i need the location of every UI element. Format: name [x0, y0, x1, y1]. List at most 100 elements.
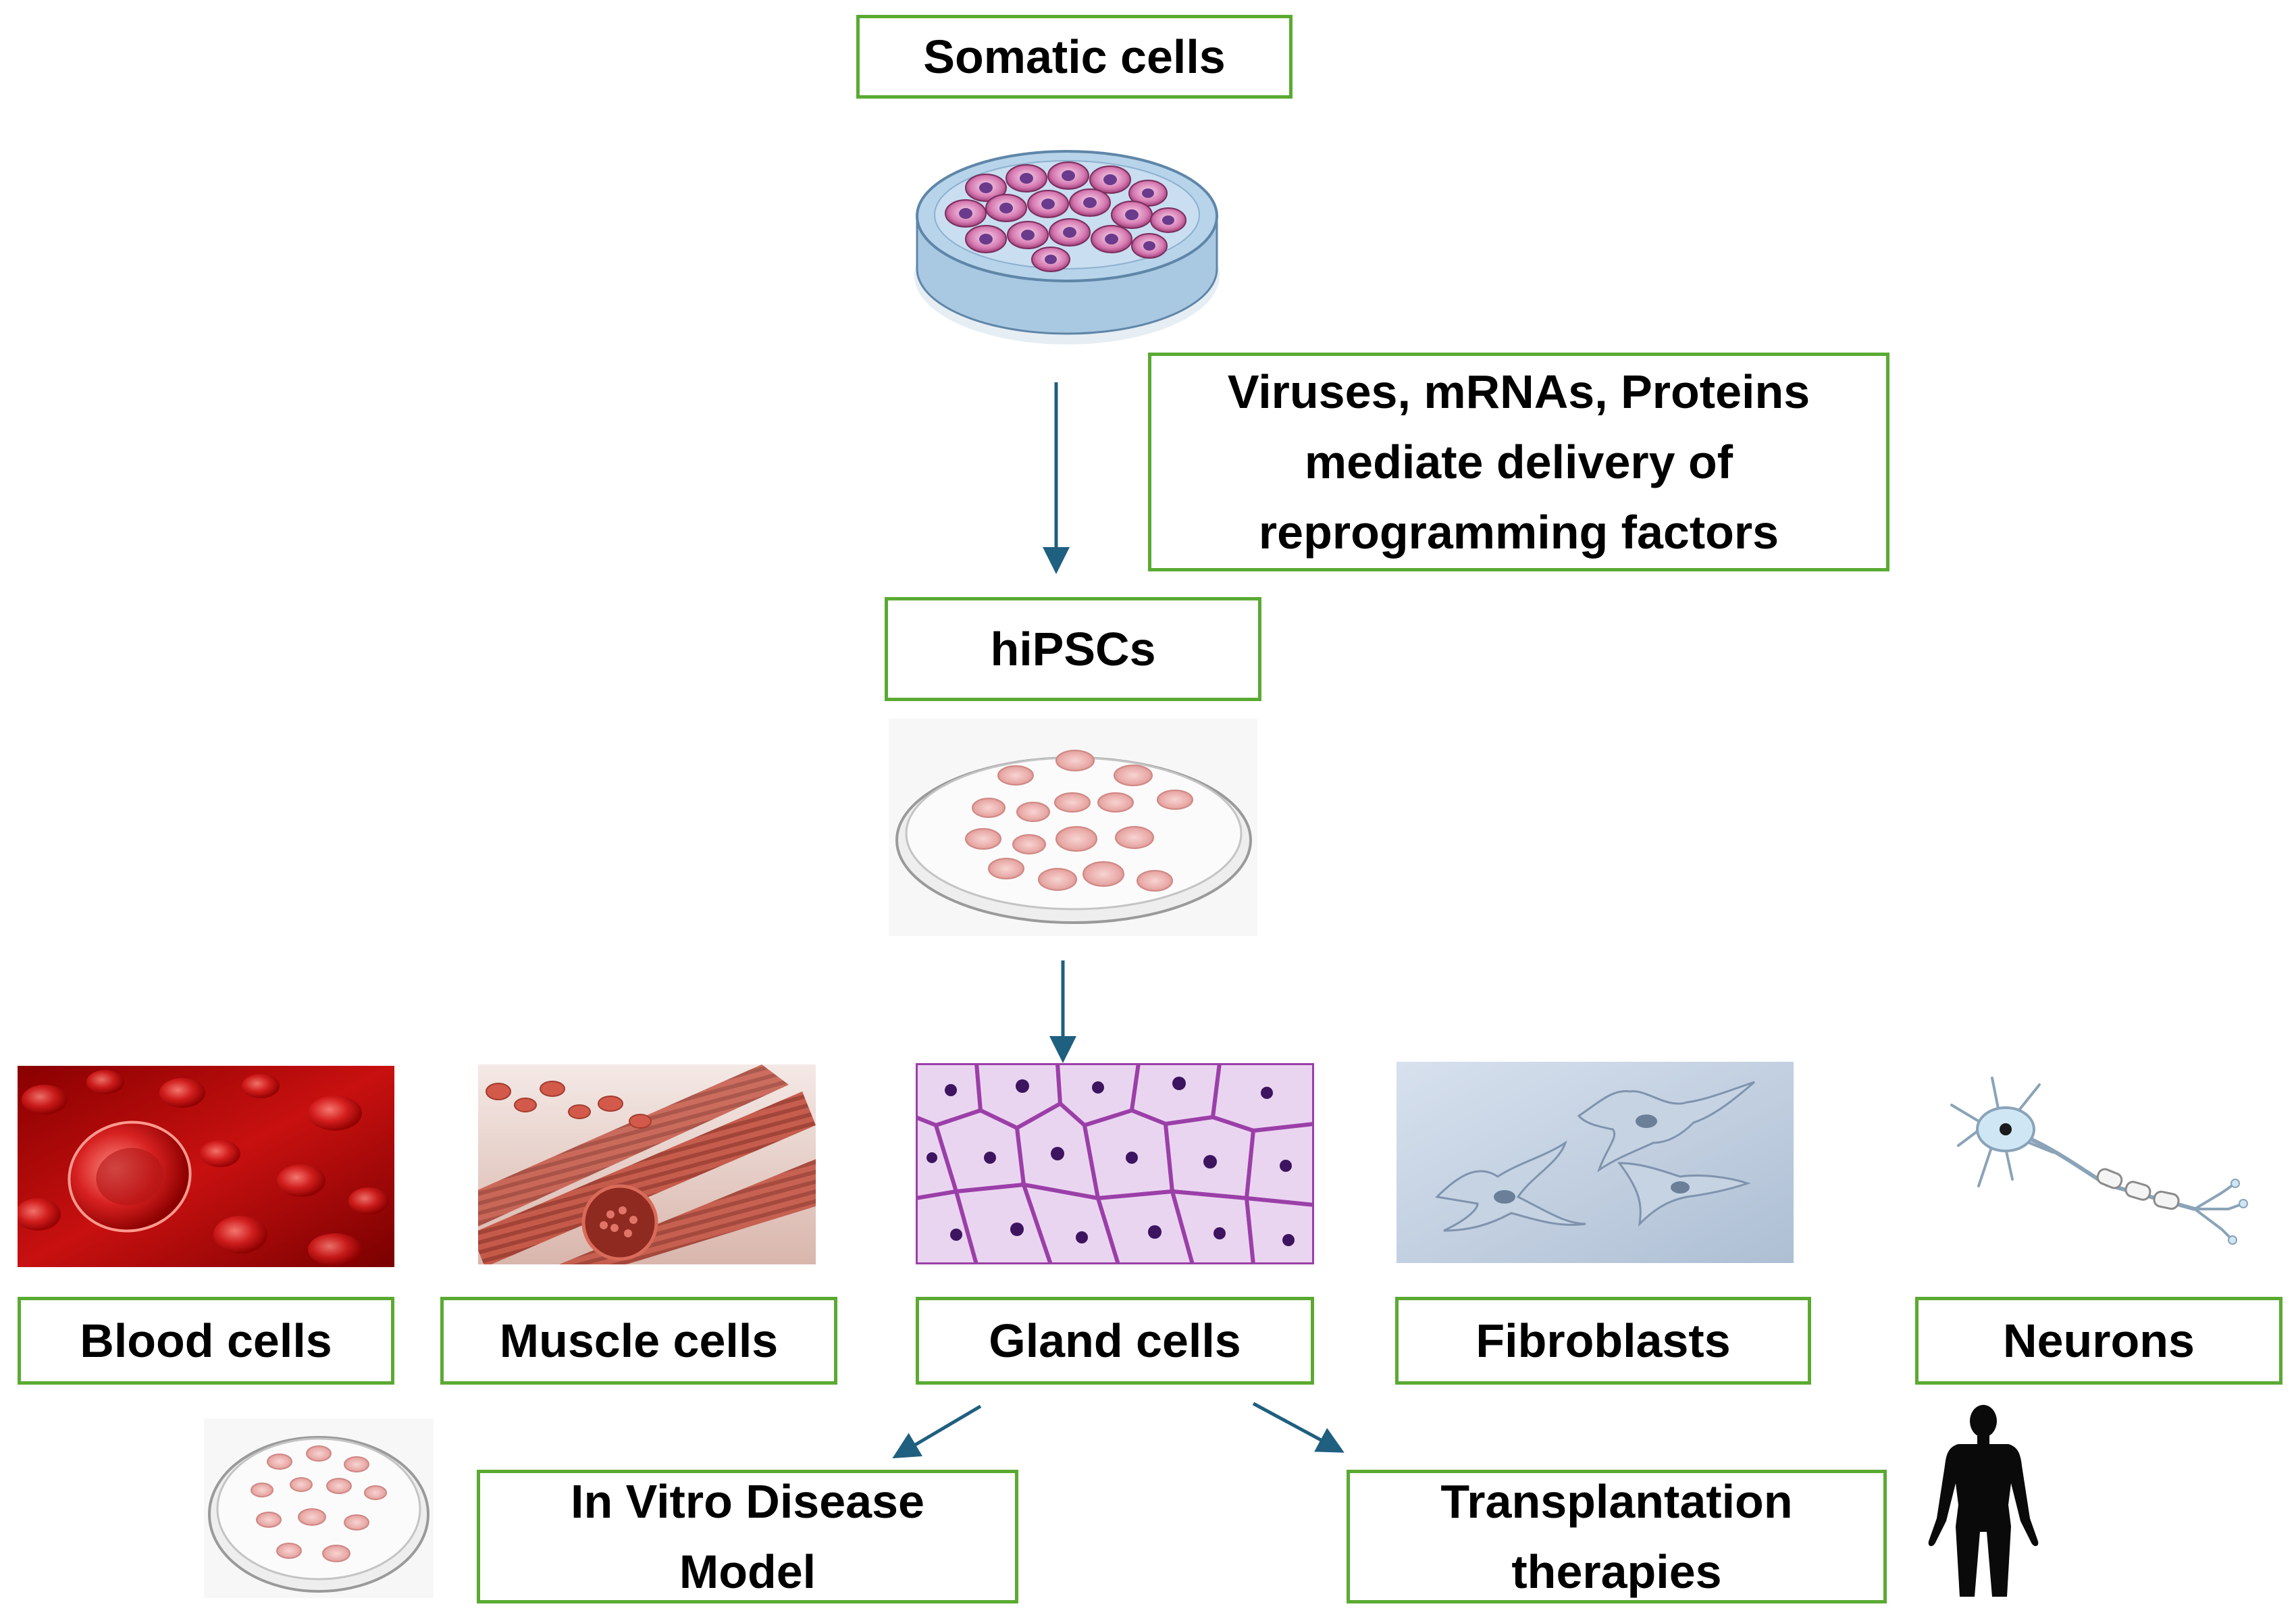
- cell-type-label-muscle: Muscle cells: [499, 1314, 779, 1367]
- arrow-to-in-vitro-model: [892, 1404, 982, 1459]
- petri-dish-ipsc-colonies: [889, 719, 1257, 936]
- rbc: [213, 1216, 267, 1254]
- somatic-cells-box: Somatic cells: [856, 15, 1293, 99]
- cell-type-box-blood: Blood cells: [18, 1297, 394, 1385]
- rbc: [22, 1085, 68, 1114]
- hipscs-box: hiPSCs: [885, 597, 1261, 701]
- colony: [965, 828, 1001, 850]
- cell: [1111, 201, 1153, 229]
- neuron-illustration: [1950, 1077, 2248, 1245]
- colony: [298, 1508, 326, 1526]
- red-blood-cells-image: [18, 1066, 394, 1267]
- colony: [290, 1477, 313, 1492]
- colony: [1055, 750, 1095, 771]
- in-vitro-disease-model-box: In Vitro Disease Model: [477, 1470, 1018, 1603]
- cell: [1131, 233, 1168, 259]
- cell: [1027, 190, 1069, 218]
- muscle-fibers-image: [478, 1064, 816, 1264]
- cell: [1150, 207, 1186, 233]
- cell: [1049, 218, 1091, 247]
- cell-type-label-gland: Gland cells: [989, 1314, 1241, 1367]
- fiber-cross-section: [581, 1184, 658, 1261]
- cell-type-label-neurons: Neurons: [2003, 1314, 2195, 1367]
- gland-cells: [916, 1063, 1314, 1264]
- colony: [251, 1483, 273, 1497]
- cell-type-label-blood: Blood cells: [80, 1314, 332, 1367]
- rbc: [308, 1233, 362, 1266]
- myofibrils: [600, 1206, 637, 1237]
- colony: [1055, 826, 1097, 852]
- cell-type-label-fibroblasts: Fibroblasts: [1476, 1314, 1731, 1367]
- colony: [997, 765, 1034, 786]
- cell: [1007, 221, 1049, 249]
- cell: [985, 194, 1027, 222]
- colony: [306, 1445, 332, 1462]
- colony: [364, 1485, 387, 1500]
- transplantation-therapies-box: Transplantation therapies: [1347, 1470, 1887, 1603]
- in-vitro-line-2: Model: [679, 1545, 816, 1598]
- petri-dish-ipsc-small: [204, 1418, 434, 1598]
- colony: [1016, 802, 1050, 822]
- cell-type-box-muscle: Muscle cells: [440, 1297, 837, 1385]
- colony: [972, 798, 1006, 818]
- human-silhouette-icon: [1928, 1405, 2039, 1597]
- rbc-large: [68, 1121, 192, 1233]
- petri-dish-somatic-cells: [914, 150, 1220, 344]
- cell: [1031, 247, 1070, 272]
- cell-type-box-gland: Gland cells: [916, 1297, 1314, 1385]
- colony: [1097, 792, 1134, 813]
- colony: [988, 858, 1024, 879]
- colony: [1012, 834, 1046, 854]
- cell: [1089, 165, 1131, 194]
- cell-type-box-fibroblasts: Fibroblasts: [1395, 1297, 1811, 1385]
- colony: [1054, 792, 1091, 813]
- fibroblast-nuclei: [1494, 1114, 1690, 1204]
- cell: [945, 199, 987, 228]
- colony: [267, 1454, 292, 1470]
- colony: [1114, 765, 1153, 786]
- cell: [1069, 188, 1111, 217]
- delivery-line-2: mediate delivery of: [1304, 436, 1733, 488]
- cell: [965, 225, 1007, 253]
- colony: [256, 1512, 282, 1528]
- colony: [326, 1478, 352, 1494]
- colony: [1137, 870, 1173, 892]
- delivery-box: Viruses, mRNAs, Proteins mediate deliver…: [1148, 353, 1889, 571]
- cell-type-box-neurons: Neurons: [1915, 1297, 2282, 1385]
- axon-terminals: [2193, 1182, 2245, 1241]
- fibroblast-cells: [1434, 1081, 1755, 1232]
- cell: [1091, 225, 1132, 253]
- colony: [1082, 861, 1124, 887]
- colony: [1157, 790, 1193, 810]
- rbc: [348, 1187, 389, 1214]
- rbc: [86, 1070, 124, 1094]
- colony: [276, 1543, 302, 1559]
- colony: [322, 1545, 350, 1562]
- rbc: [200, 1140, 240, 1167]
- rbc: [159, 1078, 205, 1108]
- rbc: [308, 1096, 362, 1131]
- nuclei: [927, 1077, 1295, 1246]
- myelin-sheath: [2096, 1168, 2180, 1210]
- somatic-cells-label: Somatic cells: [923, 30, 1226, 83]
- transplant-line-1: Transplantation: [1440, 1475, 1793, 1528]
- colony: [344, 1514, 369, 1531]
- fibroblast-microscopy-image: [1397, 1062, 1794, 1263]
- delivery-line-3: reprogramming factors: [1258, 506, 1779, 559]
- neuron-nucleus: [2000, 1123, 2012, 1135]
- transplant-line-2: therapies: [1511, 1545, 1722, 1598]
- cell: [965, 174, 1007, 202]
- colony: [1038, 868, 1077, 891]
- cell: [1047, 161, 1089, 190]
- gland-tissue-image: [916, 1063, 1314, 1264]
- cell: [1006, 164, 1047, 192]
- delivery-line-1: Viruses, mRNAs, Proteins: [1227, 365, 1810, 418]
- in-vitro-line-1: In Vitro Disease: [571, 1475, 924, 1528]
- colony: [1115, 826, 1154, 849]
- arrow-to-transplantation: [1252, 1402, 1345, 1453]
- rbc: [242, 1074, 280, 1098]
- rbc: [18, 1198, 61, 1231]
- hipscs-label: hiPSCs: [990, 623, 1156, 675]
- rbc: [277, 1164, 325, 1197]
